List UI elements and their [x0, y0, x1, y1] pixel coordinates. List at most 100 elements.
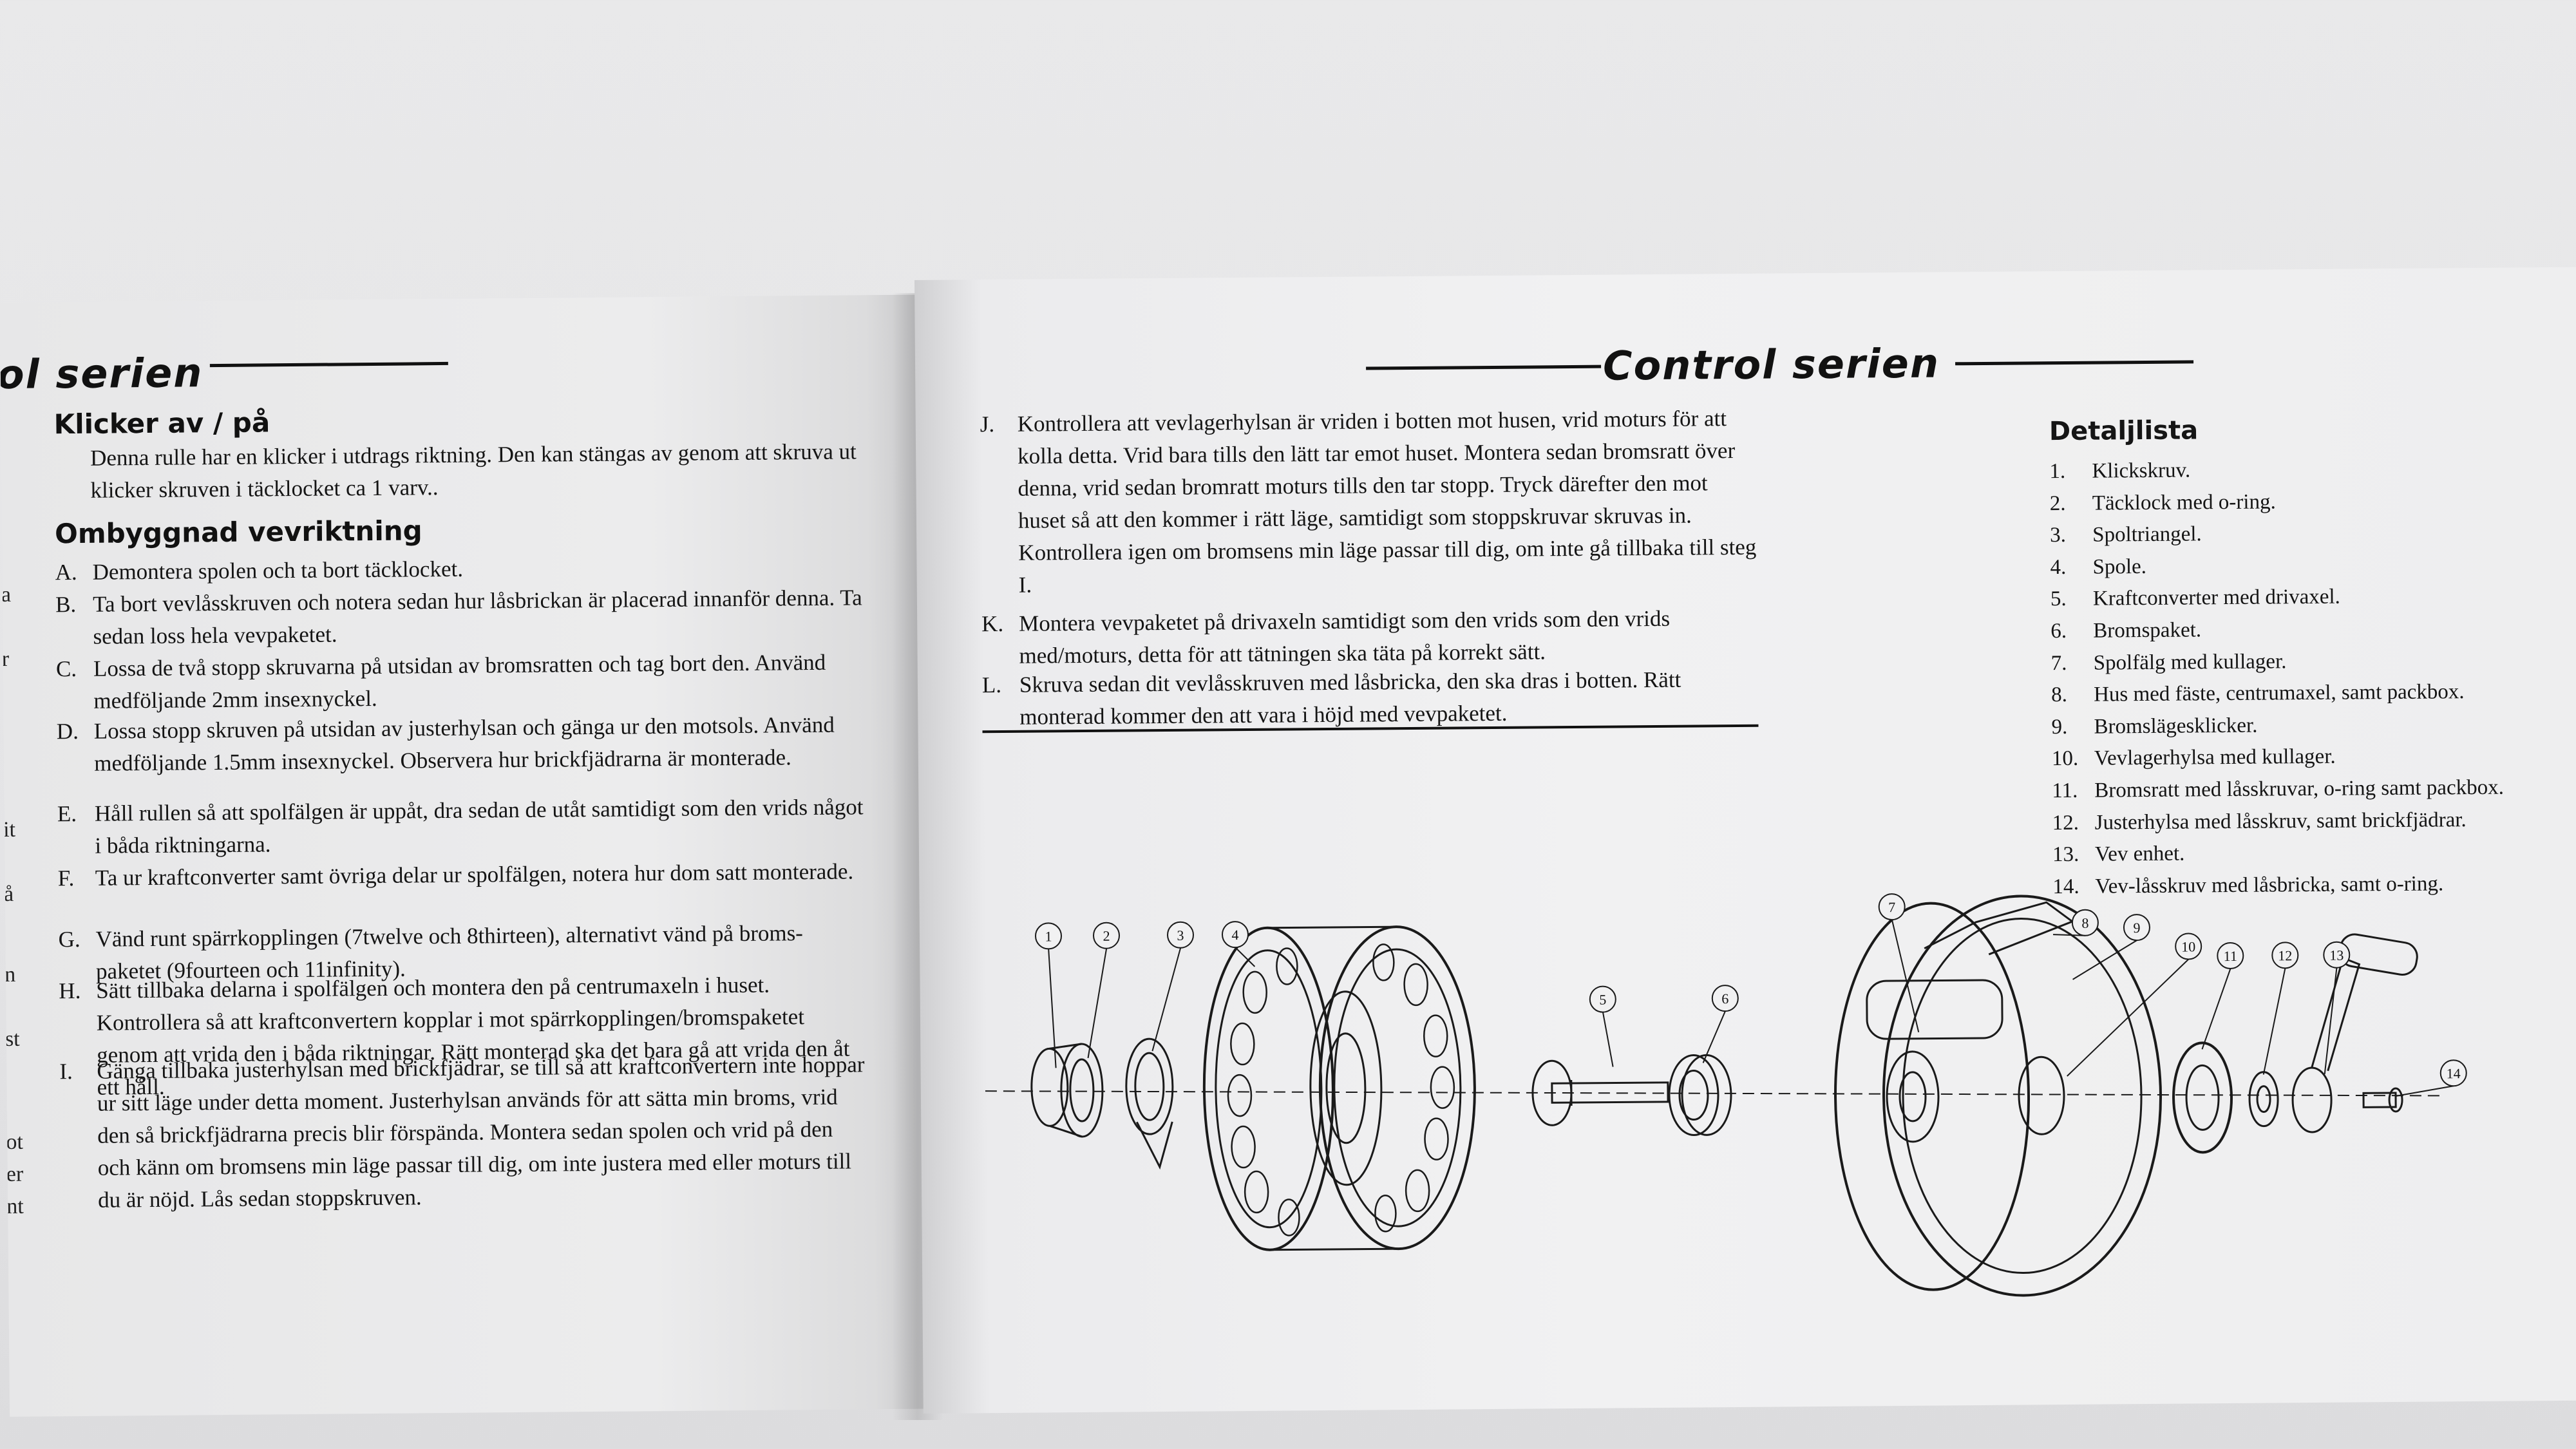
- callout-number: 7: [1888, 899, 1895, 915]
- part-number: 6.: [2050, 619, 2067, 643]
- part-number: 1.: [2049, 459, 2066, 484]
- step-label: J.: [980, 412, 995, 437]
- left-header-rule: [209, 361, 448, 368]
- part-text: Spoltriangel.: [2092, 522, 2202, 547]
- callout-leader: [1235, 947, 1256, 967]
- step-text: Lossa stopp skruven på utsidan av juster…: [93, 712, 835, 776]
- edge-fragment: a: [1, 582, 12, 607]
- part-text: Bromsratt med låsskruvar, o-ring samt pa…: [2094, 775, 2505, 802]
- callout-circle: [2439, 1059, 2467, 1087]
- callout-leader: [2072, 940, 2137, 980]
- cover-cap: [1030, 1043, 1104, 1138]
- edge-fragment: n: [4, 962, 16, 987]
- step-label: K.: [981, 611, 1004, 637]
- callout-circle: [2123, 914, 2150, 942]
- klicker-text: Denna rulle har en klicker i utdrags rik…: [90, 439, 857, 503]
- adjust-sleeve: [2248, 1071, 2279, 1128]
- parts-list: Detaljlista 1.Klickskruv. 2. Täcklock med …: [2049, 412, 2576, 904]
- callout-circle: [2217, 942, 2244, 969]
- parts-list-item: 8.Hus med fäste, centrumaxel, samt packb…: [2051, 676, 2576, 712]
- parts-list-item: 13.Vev enhet.: [2052, 835, 2576, 871]
- parts-list-heading: Detaljlista: [2049, 415, 2199, 447]
- callout-leader: [2262, 968, 2286, 1075]
- callout-leader: [2053, 934, 2086, 936]
- spool-triangle: [1125, 1037, 1174, 1170]
- part-number: 12.: [2052, 811, 2079, 835]
- callout-leader: [2395, 1085, 2454, 1097]
- parts-list-item: 10. Vevlagerhylsa med kullager.: [2052, 739, 2576, 775]
- step-text: Skruva sedan dit vevlåsskruven med låsbr…: [1019, 667, 1681, 730]
- step-text: Kontrollera att vevlagerhylsan är vriden…: [1017, 406, 1757, 598]
- part-text: Täcklock med o-ring.: [2092, 490, 2276, 515]
- parts-list-item: 3. Spoltriangel.: [2050, 516, 2576, 552]
- ombyggnad-step: B. Ta bort vevlåsskruven och notera sedan…: [55, 582, 864, 653]
- callout-number: 13: [2329, 947, 2344, 963]
- assembly-step: K. Montera vevpaketet på drivaxeln samtid…: [981, 602, 1761, 673]
- left-page: ol serien Klicker av / på Denna rulle ha…: [0, 294, 931, 1417]
- reel-frame: [1833, 895, 2163, 1297]
- callout-number: 6: [1721, 990, 1728, 1007]
- callout-circle: [2071, 909, 2099, 936]
- part-text: Kraftconverter med drivaxel.: [2092, 585, 2340, 611]
- part-number: 4.: [2050, 555, 2067, 579]
- step-label: E.: [57, 800, 77, 827]
- left-header-title: ol serien: [0, 349, 204, 399]
- part-number: 2.: [2049, 491, 2066, 515]
- step-text: Montera vevpaketet på drivaxeln samtidig…: [1019, 605, 1671, 668]
- edge-fragment: it: [3, 817, 16, 842]
- part-number: 13.: [2052, 842, 2079, 867]
- power-converter-axle: [1531, 1059, 1669, 1126]
- spool: [1202, 925, 1476, 1251]
- callout-circle: [2175, 933, 2202, 960]
- edge-fragment: ot: [6, 1130, 23, 1154]
- callout-leader: [2201, 968, 2231, 1050]
- brake-pack: [1668, 1054, 1732, 1137]
- part-number: 10.: [2051, 747, 2079, 771]
- step-text: Gänga tillbaka justerhylsan med brickfjä…: [97, 1052, 865, 1213]
- callout-number: 14: [2447, 1065, 2461, 1081]
- ombyggnad-step: F.Ta ur kraftconverter samt övriga delar…: [58, 855, 866, 895]
- part-number: 8.: [2050, 683, 2068, 707]
- callout-circle: [2271, 942, 2299, 969]
- callout-number: 8: [2081, 915, 2088, 931]
- callout-leader: [2324, 967, 2338, 1074]
- part-text: Justerhylsa med låsskruv, samt brickfjäd…: [2094, 808, 2467, 835]
- callout-circle: [1878, 893, 1906, 921]
- ombyggnad-step: I.Gänga tillbaka justerhylsan med brickf…: [59, 1048, 869, 1217]
- callout-number: 12: [2278, 947, 2292, 963]
- callout-number: 5: [1599, 992, 1606, 1008]
- ombyggnad-step: E. Håll rullen så att spolfälgen är uppåt…: [57, 791, 866, 862]
- step-label: G.: [58, 926, 80, 952]
- callout-leader: [2067, 958, 2190, 1077]
- parts-list-item: 6. Bromspaket.: [2050, 612, 2576, 648]
- parts-list-item: 1.Klickskruv.: [2049, 452, 2576, 488]
- step-text: Håll rullen så att spolfälgen är uppåt, …: [94, 794, 864, 858]
- edge-fragment: nt: [6, 1194, 24, 1218]
- callout-circle: [1093, 922, 1121, 949]
- callout-number: 4: [1231, 927, 1238, 943]
- callout-leader: [1048, 949, 1057, 1068]
- parts-list-item: 9.Bromslägesklicker.: [2051, 707, 2576, 743]
- step-text: Lossa de två stopp skruvarna på utsidan …: [93, 649, 826, 714]
- callout-leader: [1891, 919, 1920, 1033]
- step-text: Ta ur kraftconverter samt övriga delar u…: [95, 858, 854, 891]
- callout-leader: [1087, 948, 1108, 1059]
- ombyggnad-step: D.Lossa stopp skruven på utsidan av just…: [57, 708, 866, 780]
- part-text: Bromslägesklicker.: [2094, 714, 2258, 739]
- part-text: Spole.: [2092, 554, 2147, 579]
- assembly-step: L.Skruva sedan dit vevlåsskruven med lås…: [982, 663, 1762, 734]
- ombyggnad-steps: A.Demontera spolen och ta bort täcklocke…: [0, 295, 921, 1213]
- callout-number: 10: [2181, 938, 2195, 954]
- part-number: 3.: [2050, 524, 2067, 547]
- step-text: Ta bort vevlåsskruven och notera sedan h…: [92, 585, 862, 649]
- callout-circle: [1221, 921, 1249, 949]
- step-label: C.: [55, 656, 77, 682]
- callout-number: 9: [2133, 920, 2140, 936]
- part-text: Bromspaket.: [2093, 618, 2202, 643]
- part-text: Vevlagerhylsa med kullager.: [2094, 745, 2336, 770]
- callout-number: 11: [2224, 948, 2237, 964]
- edge-fragment: er: [6, 1162, 24, 1186]
- klicker-heading: Klicker av / på: [53, 406, 270, 440]
- step-label: B.: [55, 591, 77, 618]
